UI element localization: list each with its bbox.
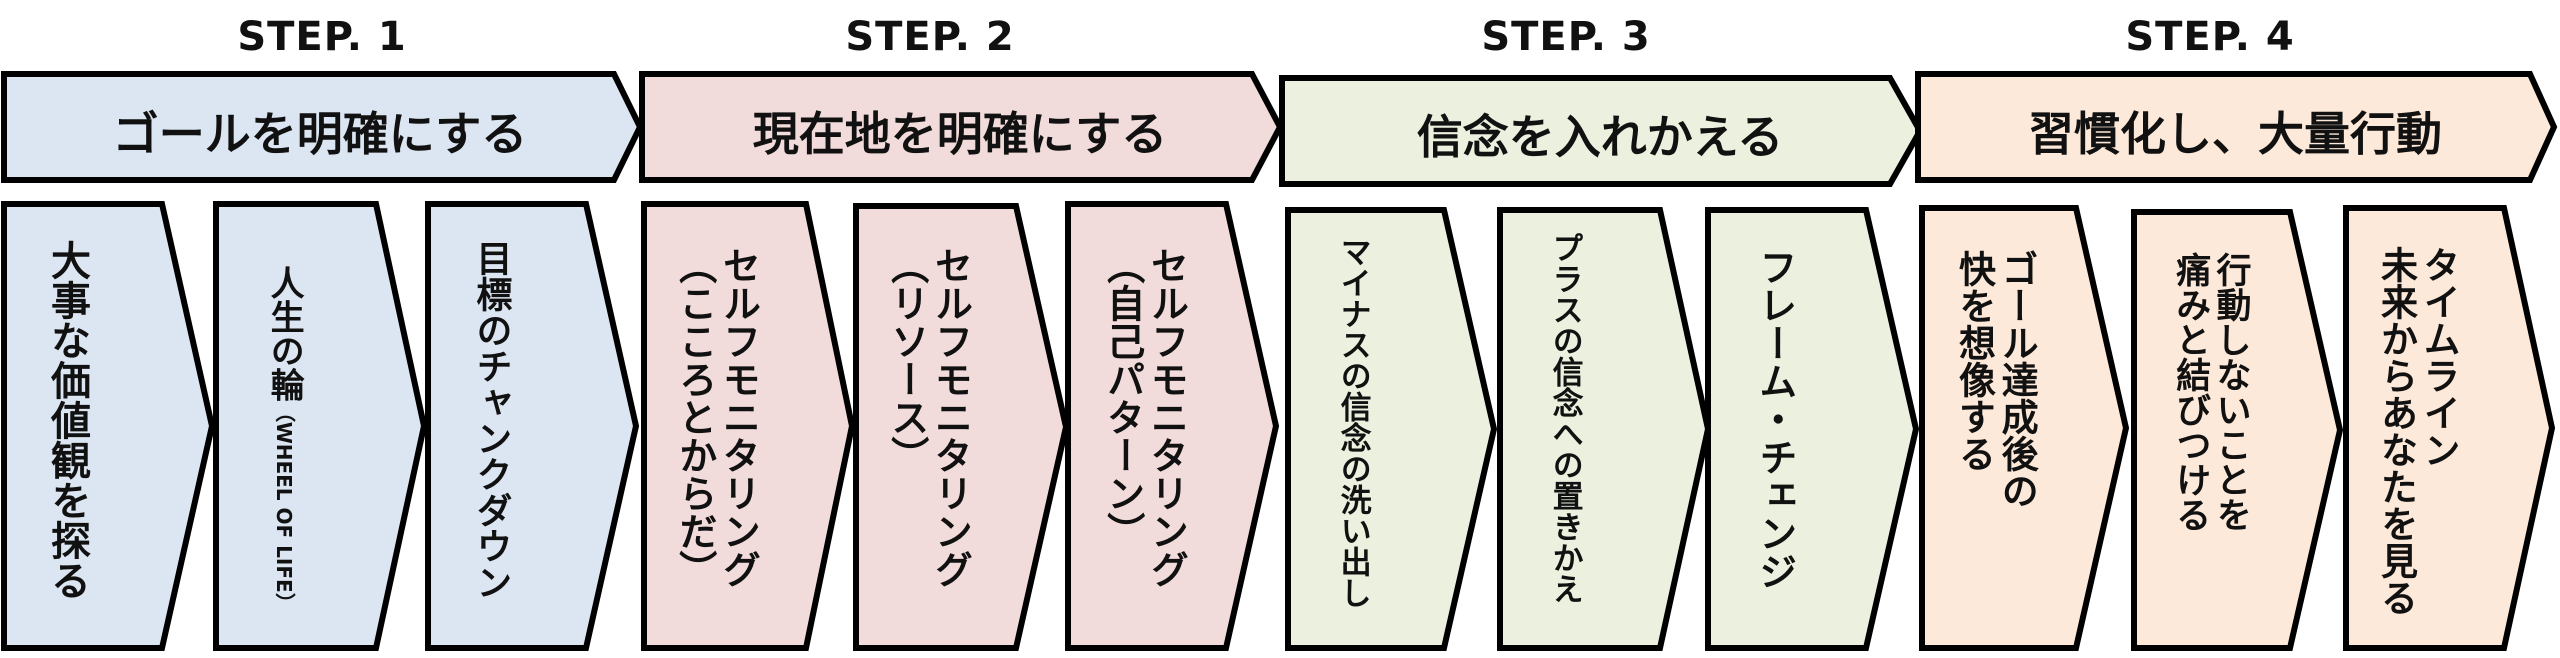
step-2-item-3-arrow: [1065, 201, 1280, 651]
step-4-title: 習慣化し、大量行動: [2028, 107, 2442, 161]
step-1-item-3: 目標のチャンクダウン: [470, 240, 512, 600]
step-1-item-1: 大事な価値観を探る: [44, 240, 90, 600]
step-1-item-1-arrow: [1, 201, 216, 651]
step-2-item-1: セルフモニタリング （こころとからだ）: [672, 246, 761, 588]
step-3-header-arrow: [1279, 75, 1924, 187]
step-2-item-2-arrow: [853, 203, 1070, 651]
step-4-item-3-arrow: [2343, 205, 2556, 651]
step-1-item-2: 人生の輪（WHEEL OF LIFE）: [264, 242, 342, 613]
step-1-item-3-arrow: [425, 201, 640, 651]
step-4-item-2: 行動しないことを 痛みと結びつける: [2170, 252, 2251, 532]
step-3-item-3-arrow: [1705, 207, 1920, 651]
step-4-item-1: ゴール達成後の 快を想像する: [1952, 250, 2039, 509]
step-1-label: STEP. 1: [237, 14, 407, 60]
step-1-item-2-sub: （WHEEL OF LIFE）: [272, 401, 297, 613]
step-3-label: STEP. 3: [1481, 14, 1651, 60]
step-2-item-3: セルフモニタリング （自己パターン）: [1100, 246, 1189, 588]
step-1-item-2-arrow: [213, 201, 428, 651]
step-1-item-2-main: 人生の輪: [264, 265, 305, 402]
step-1-title: ゴールを明確にする: [112, 107, 528, 161]
step-3-item-1-arrow: [1285, 207, 1498, 651]
step-2-header-arrow: [639, 71, 1284, 183]
step-4-item-1-arrow: [1919, 205, 2130, 651]
step-4-header-arrow: [1915, 71, 2558, 183]
step-2-title: 現在地を明確にする: [752, 107, 1168, 161]
step-1-header-arrow: [1, 71, 644, 183]
step-2-item-1-arrow: [641, 201, 856, 651]
step-4-item-2-arrow: [2131, 209, 2344, 651]
step-3-item-2: プラスの信念への置きかえ: [1546, 232, 1583, 604]
step-3-item-2-arrow: [1497, 207, 1712, 651]
step-4-label: STEP. 4: [2125, 14, 2295, 60]
step-3-title: 信念を入れかえる: [1416, 110, 1784, 164]
step-3-item-1: マイナスの信念の洗い出し: [1334, 236, 1371, 608]
step-4-item-3: タイムライン 未来からあなたを見る: [2374, 246, 2461, 616]
step-3-item-3: フレーム・チェンジ: [1752, 248, 1797, 590]
step-2-item-2: セルフモニタリング （リソース）: [884, 246, 973, 588]
step-2-label: STEP. 2: [845, 14, 1015, 60]
